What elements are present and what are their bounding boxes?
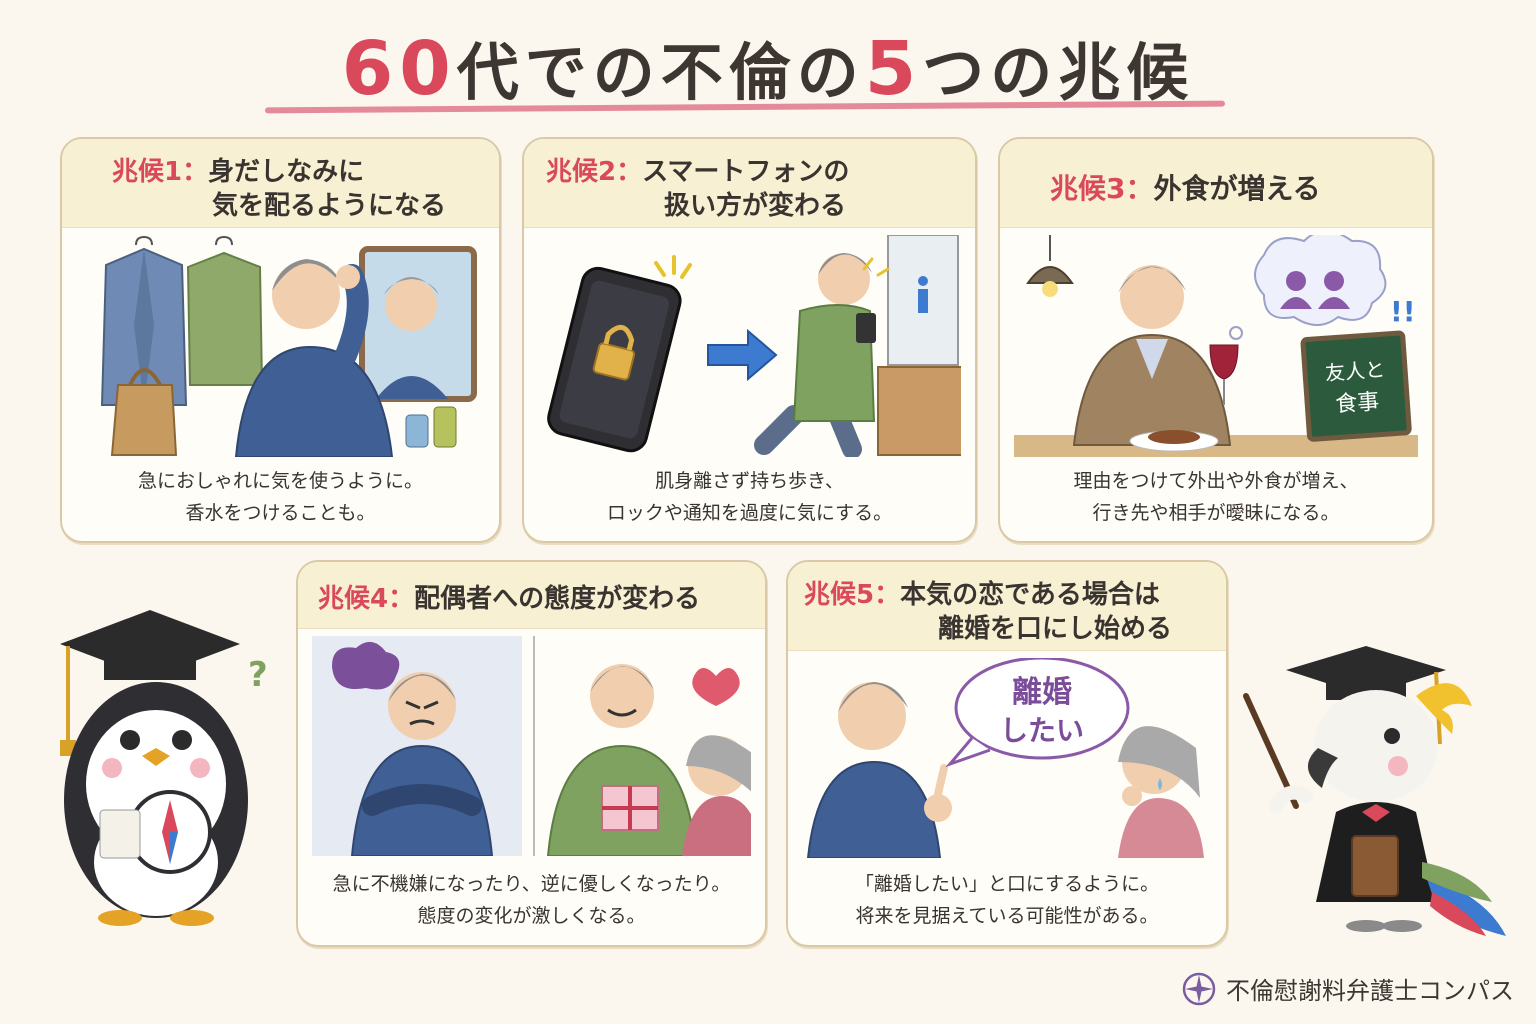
sign-description: 肌身離さず持ち歩き、 bbox=[655, 470, 844, 492]
sign-description-2: 行き先や相手が曖昧になる。 bbox=[1092, 502, 1340, 524]
sign-title: 身だしなみに bbox=[208, 157, 365, 187]
sign-title-line2: 気を配るようになる bbox=[212, 191, 447, 221]
sign-description-2: 将来を見据えている可能性がある。 bbox=[855, 905, 1159, 927]
svg-text:?: ? bbox=[248, 655, 268, 695]
sign-title-line2: 扱い方が変わる bbox=[664, 191, 847, 221]
sign-label: 兆候3： bbox=[1050, 172, 1154, 205]
board-line-2: 食事 bbox=[1335, 390, 1381, 418]
sign-title: 本気の恋である場合は bbox=[900, 580, 1160, 610]
sign-card-1: 兆候1：身だしなみに 気を配るようになる 急におしゃれに気を使うように。香水をつ… bbox=[60, 137, 501, 543]
attitude-illustration bbox=[312, 636, 751, 856]
sign-description: 急におしゃれに気を使うように。 bbox=[137, 470, 423, 492]
brand-name: 不倫慰謝料弁護士コンパス bbox=[1226, 977, 1514, 1005]
sign-label: 兆候4： bbox=[318, 584, 415, 614]
sign-label: 兆候5： bbox=[804, 580, 901, 610]
sign-description: 「離婚したい」と口にするように。 bbox=[854, 873, 1160, 895]
sign-description-2: 態度の変化が激しくなる。 bbox=[417, 905, 646, 927]
sign-title-line2: 離婚を口にし始める bbox=[938, 614, 1173, 644]
grooming-illustration bbox=[76, 235, 485, 457]
board-line-1: 友人と bbox=[1324, 357, 1386, 385]
speech-bubble-line-2: したい bbox=[1000, 714, 1084, 747]
sign-card-3: 兆候3：外食が増える !! 友人と 食事 bbox=[998, 137, 1434, 543]
sign-title: 外食が増える bbox=[1153, 172, 1321, 205]
penguin-mascot: ? bbox=[40, 600, 280, 930]
divorce-illustration: 離婚 したい bbox=[802, 658, 1212, 858]
smartphone-illustration bbox=[538, 235, 961, 457]
sign-description-2: 香水をつけることも。 bbox=[185, 502, 376, 524]
sign-title: スマートフォンの bbox=[642, 157, 850, 187]
sign-card-2: 兆候2：スマートフォンの 扱い方が変わる 肌身離さず持ち歩き、ロックや通知を過度… bbox=[522, 137, 977, 543]
sign-description: 理由をつけて外出や外食が増え、 bbox=[1073, 470, 1359, 492]
sign-title: 配偶者への態度が変わる bbox=[414, 584, 701, 614]
dining-illustration: !! 友人と 食事 bbox=[1014, 235, 1418, 457]
sign-description-2: ロックや通知を過度に気にする。 bbox=[606, 502, 893, 524]
sign-label: 兆候2： bbox=[546, 157, 643, 187]
sign-label: 兆候1： bbox=[112, 157, 209, 187]
compass-icon bbox=[1182, 972, 1216, 1006]
speech-bubble-line-1: 離婚 bbox=[1012, 675, 1072, 710]
brand-footer: 不倫慰謝料弁護士コンパス bbox=[1182, 971, 1514, 1006]
svg-text:!!: !! bbox=[1390, 295, 1416, 328]
sign-description: 急に不機嫌になったり、逆に優しくなったり。 bbox=[332, 873, 731, 895]
page-title: 60代での不倫の5つの兆候 bbox=[341, 26, 1195, 112]
sign-card-4: 兆候4：配偶者への態度が変わる 急に不機嫌になったり、逆に優しくなったり。態度の… bbox=[296, 560, 767, 947]
sign-card-5: 兆候5：本気の恋である場合は 離婚を口にし始める 離婚 したい 「離婚したい」と… bbox=[786, 560, 1228, 947]
parrot-mascot bbox=[1236, 636, 1526, 936]
